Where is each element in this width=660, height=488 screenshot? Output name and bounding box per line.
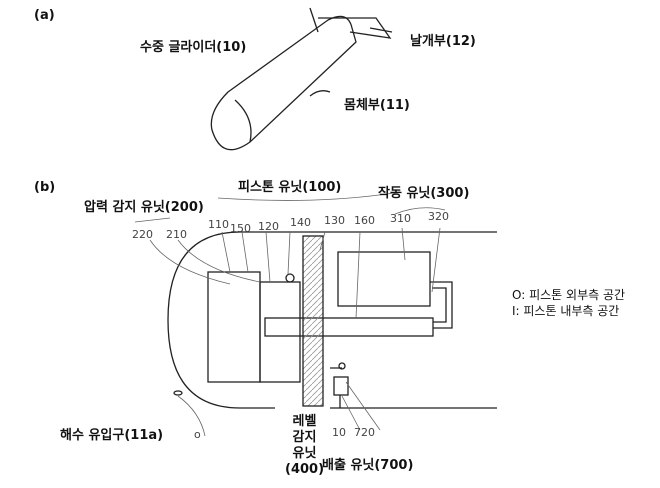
ref-150: 150 [230,222,251,235]
actuator-unit-label: 작동 유닛(300) [378,186,470,201]
discharge-unit-label: 배출 유닛(700) [322,458,414,473]
level-unit-label: 레벨 감지 유닛 (400) [285,414,324,478]
ref-710: 10 [332,426,346,439]
inlet-label: 해수 유입구(11a) [60,428,164,443]
wing-label: 날개부(12) [410,34,476,49]
ref-110: 110 [208,218,229,231]
legend-outer: O: 피스톤 외부측 공간 [512,288,626,302]
ref-120: 120 [258,220,279,233]
ref-140: 140 [290,216,311,229]
ref-310: 310 [390,212,411,225]
ref-720: 720 [354,426,375,439]
glider-label: 수중 글라이더(10) [140,40,247,55]
hull-section [167,231,497,409]
ref-210: 210 [166,228,187,241]
pressure-unit-label: 압력 감지 유닛(200) [84,200,204,215]
ref-160: 160 [354,214,375,227]
level-unit-line: 감지 [292,430,317,445]
ref-220: 220 [132,228,153,241]
panel-a-tag: (a) [34,8,55,23]
level-unit-line: 레벨 [292,414,317,429]
panel-b-tag: (b) [34,180,56,195]
ref-320: 320 [428,210,449,223]
level-unit-line: (400) [285,462,325,477]
body-label: 몸체부(11) [344,98,410,113]
ref-130: 130 [324,214,345,227]
leader-lines [134,191,446,437]
legend-inner: I: 피스톤 내부측 공간 [512,304,620,318]
glider-illustration [210,7,393,151]
piston-unit-label: 피스톤 유닛(100) [238,180,342,195]
outer-space-marker: o [194,428,201,441]
level-unit-line: 유닛 [292,446,317,461]
